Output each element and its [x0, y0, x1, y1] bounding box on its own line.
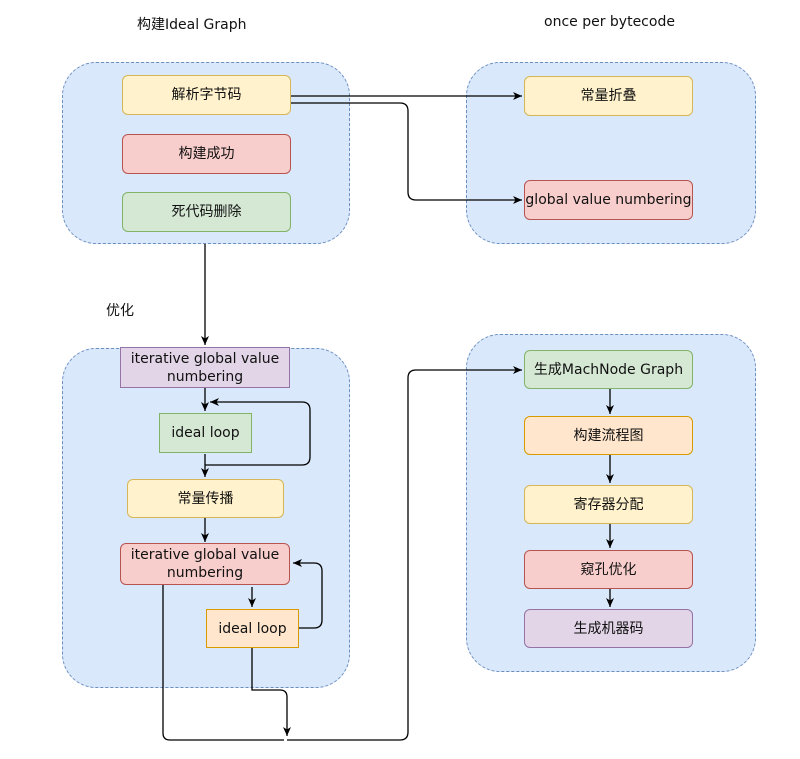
build-success-node: 构建成功 — [122, 134, 291, 174]
global-value-numbering-node: global value numbering — [524, 180, 693, 220]
register-allocation-node: 寄存器分配 — [524, 485, 693, 524]
igvn-node-1: iterative global value numbering — [120, 347, 290, 388]
ideal-loop-node-1: ideal loop — [159, 413, 252, 453]
build-ideal-graph-label: 构建Ideal Graph — [137, 17, 247, 33]
constant-folding-node: 常量折叠 — [524, 76, 693, 116]
build-cfg-node: 构建流程图 — [524, 416, 693, 455]
gen-machnode-graph-node: 生成MachNode Graph — [524, 350, 693, 389]
peephole-optimization-node: 窥孔优化 — [524, 550, 693, 589]
constant-propagation-node: 常量传播 — [127, 479, 284, 518]
dead-code-elimination-node: 死代码删除 — [122, 192, 291, 232]
gen-machine-code-node: 生成机器码 — [524, 609, 693, 648]
ideal-loop-node-2: ideal loop — [206, 609, 299, 648]
once-per-bytecode-label: once per bytecode — [544, 14, 675, 30]
parse-bytecode-node: 解析字节码 — [122, 75, 291, 115]
igvn-node-2: iterative global value numbering — [120, 543, 290, 585]
optimize-label: 优化 — [106, 303, 134, 319]
